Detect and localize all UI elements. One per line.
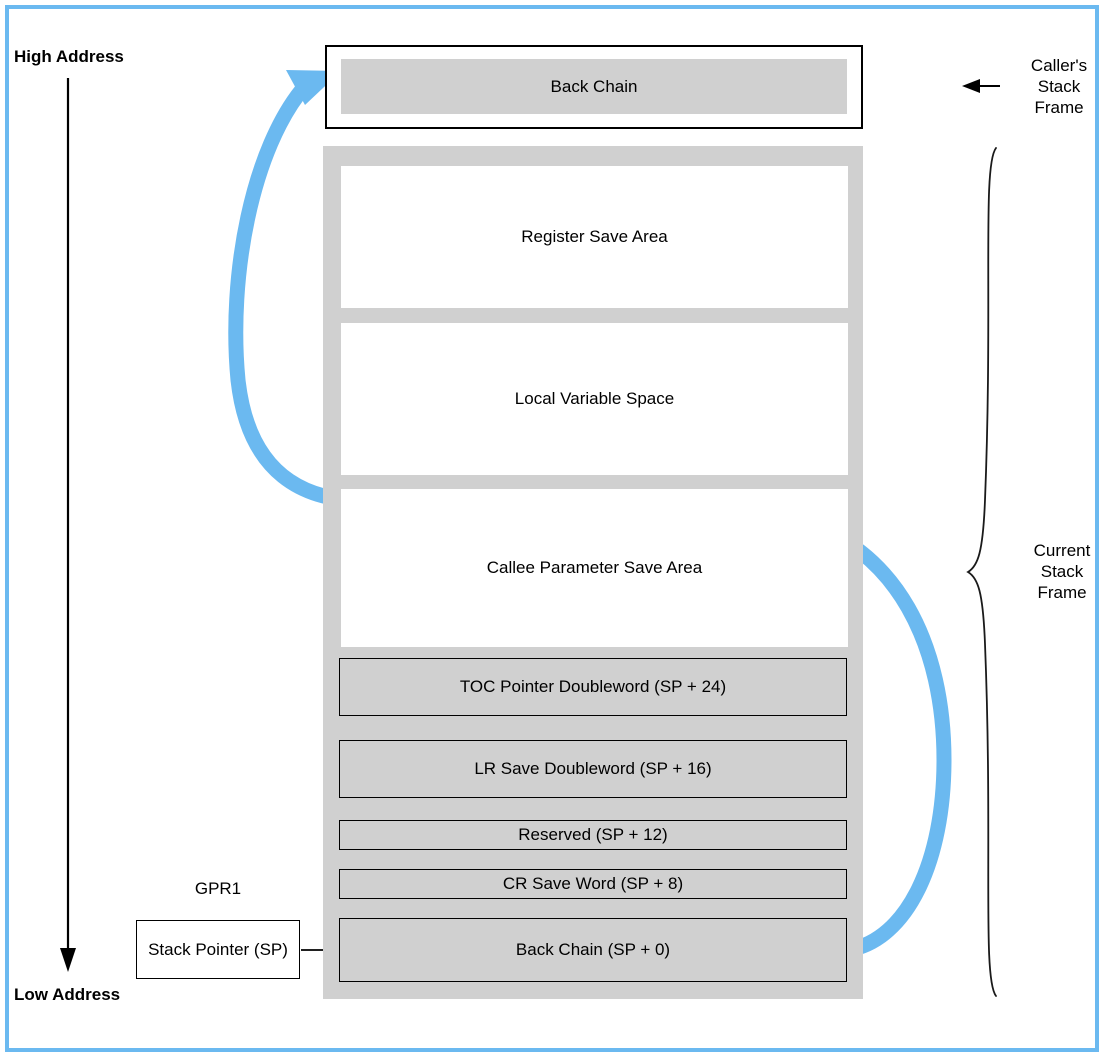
register-save-area-slot[interactable]: Register Save Area: [341, 166, 848, 308]
address-direction-arrow-icon: [60, 78, 76, 972]
current-frame-brace-icon: [966, 147, 997, 997]
current-stack-frame-label: Current Stack Frame: [1018, 540, 1106, 603]
current-back-chain-slot[interactable]: Back Chain (SP + 0): [339, 918, 847, 982]
current-stack-frame-label-line-3: Frame: [1037, 583, 1087, 602]
callers-frame-pointer-arrow-icon: [962, 79, 1000, 93]
current-stack-frame-label-line-1: Current: [1033, 541, 1091, 560]
stack-pointer-box[interactable]: Stack Pointer (SP): [136, 920, 300, 979]
local-variable-space-slot[interactable]: Local Variable Space: [341, 323, 848, 475]
cr-save-word-slot[interactable]: CR Save Word (SP + 8): [339, 869, 847, 899]
high-address-label: High Address: [14, 47, 124, 66]
lr-save-doubleword-slot[interactable]: LR Save Doubleword (SP + 16): [339, 740, 847, 798]
reserved-slot[interactable]: Reserved (SP + 12): [339, 820, 847, 850]
callers-stack-frame-label-line-1: Caller's: [1030, 56, 1088, 75]
callers-stack-frame-label-line-2: Stack: [1037, 77, 1081, 96]
callee-parameter-save-area-slot[interactable]: Callee Parameter Save Area: [341, 489, 848, 647]
callers-stack-frame-label-line-3: Frame: [1034, 98, 1084, 117]
gpr1-label: GPR1: [194, 879, 242, 898]
current-stack-frame-label-line-2: Stack: [1040, 562, 1084, 581]
toc-pointer-doubleword-slot[interactable]: TOC Pointer Doubleword (SP + 24): [339, 658, 847, 716]
caller-back-chain-slot[interactable]: Back Chain: [341, 59, 847, 114]
callers-stack-frame-label: Caller's Stack Frame: [1015, 55, 1103, 118]
low-address-label: Low Address: [14, 985, 121, 1004]
